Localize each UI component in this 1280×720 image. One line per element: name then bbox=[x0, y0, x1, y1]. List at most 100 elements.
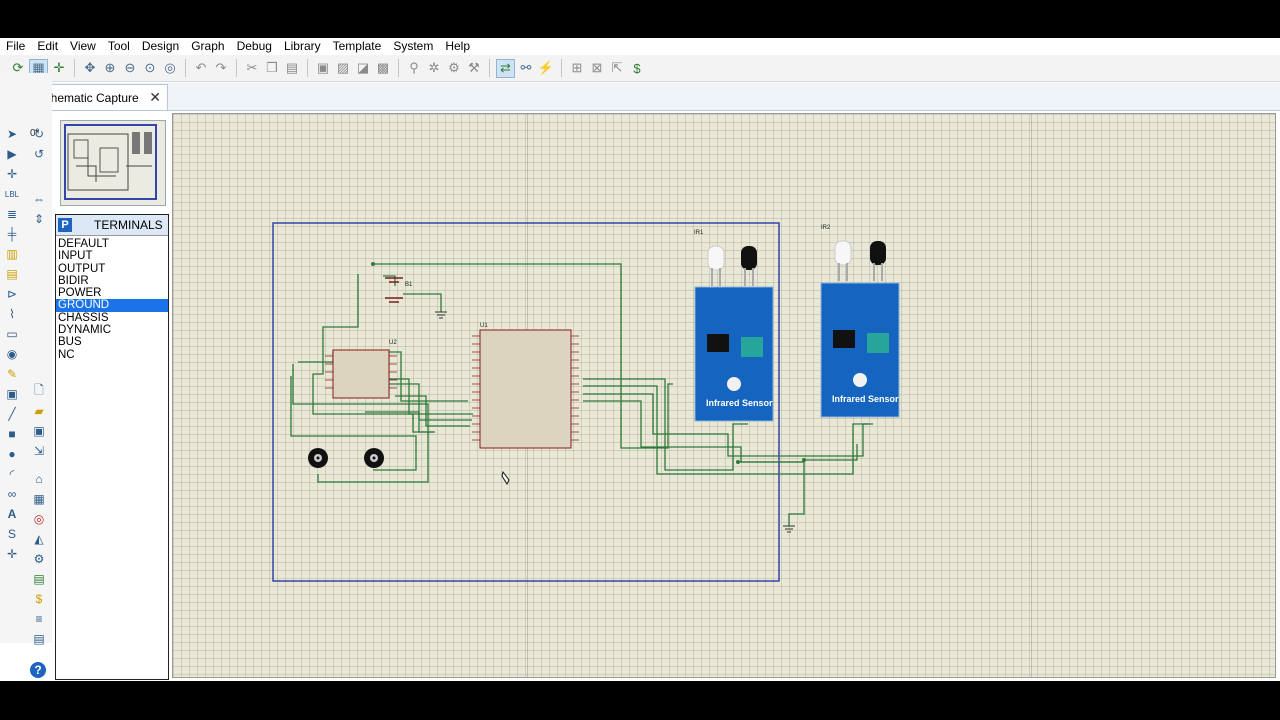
undo-icon[interactable]: ↶ bbox=[195, 60, 207, 75]
settings-icon[interactable]: ⚙ bbox=[33, 552, 45, 566]
exit-to-parent-icon[interactable]: ⇱ bbox=[611, 60, 623, 75]
pan-icon[interactable]: ✥ bbox=[84, 60, 96, 75]
box-tool-icon[interactable]: ■ bbox=[8, 427, 16, 441]
library-icon[interactable]: ▦ bbox=[33, 492, 45, 506]
menu-edit[interactable]: Edit bbox=[37, 39, 59, 53]
report-icon[interactable]: ▤ bbox=[33, 632, 45, 646]
terminal-item-input[interactable]: INPUT bbox=[58, 250, 93, 263]
document-tab-strip: ⚘ Schematic Capture ✕ bbox=[0, 83, 1280, 111]
subcircuit-icon[interactable]: ▥ bbox=[6, 247, 18, 261]
text-tool-icon[interactable]: A bbox=[7, 507, 17, 521]
menu-tool[interactable]: Tool bbox=[107, 39, 130, 53]
voltage-probe-icon[interactable]: ✎ bbox=[6, 367, 18, 381]
symbol-tool-icon[interactable]: S bbox=[7, 527, 16, 541]
junction-dot-icon[interactable]: ✛ bbox=[6, 167, 18, 181]
sensor2-text: Infrared Sensor bbox=[832, 394, 899, 404]
mcu-label: U1 bbox=[480, 323, 488, 329]
path-tool-icon[interactable]: ∞ bbox=[7, 487, 17, 501]
make-device-icon[interactable]: ✲ bbox=[428, 60, 440, 75]
terminal-item-dynamic[interactable]: DYNAMIC bbox=[58, 324, 112, 337]
menu-library[interactable]: Library bbox=[283, 39, 321, 53]
marker-tool-icon[interactable]: ✛ bbox=[6, 547, 18, 561]
import-icon[interactable]: ⇲ bbox=[33, 444, 45, 458]
menu-system[interactable]: System bbox=[393, 39, 434, 53]
zoom-out-icon[interactable]: ⊖ bbox=[124, 60, 136, 75]
circle-tool-icon[interactable]: ● bbox=[8, 447, 16, 461]
terminals-mode-icon[interactable]: ▤ bbox=[6, 267, 18, 281]
remove-sheet-icon[interactable]: ⊠ bbox=[591, 60, 603, 75]
new-sheet-icon[interactable]: ⊞ bbox=[571, 60, 583, 75]
block-move-icon[interactable]: ▨ bbox=[336, 60, 350, 75]
overview-window[interactable] bbox=[60, 120, 166, 206]
menu-file[interactable]: File bbox=[6, 39, 26, 53]
search-tag-icon[interactable]: ⚯ bbox=[520, 60, 532, 75]
bill-of-materials-icon[interactable]: $ bbox=[633, 60, 641, 76]
wire-label-icon[interactable]: LBL bbox=[4, 189, 20, 199]
terminal-item-bidir[interactable]: BIDIR bbox=[58, 274, 89, 287]
terminal-item-default[interactable]: DEFAULT bbox=[58, 238, 109, 250]
help-icon[interactable]: ? bbox=[30, 662, 46, 678]
menu-design[interactable]: Design bbox=[141, 39, 180, 53]
text-script-icon[interactable]: ≣ bbox=[6, 207, 18, 221]
rotate-anticlockwise-icon[interactable]: ↺ bbox=[33, 147, 45, 161]
close-icon[interactable]: ✕ bbox=[149, 89, 161, 105]
microcontroller-u1: U1 bbox=[472, 323, 579, 449]
block-rotate-icon[interactable]: ◪ bbox=[356, 60, 370, 75]
component-mode-icon[interactable]: ▶ bbox=[7, 147, 17, 161]
generator-icon[interactable]: ◉ bbox=[6, 347, 18, 361]
terminal-item-nc[interactable]: NC bbox=[58, 348, 75, 361]
mirror-y-icon[interactable]: ⇕ bbox=[33, 212, 45, 226]
pick-device-icon[interactable]: ⚲ bbox=[409, 60, 419, 75]
buses-icon[interactable]: ╪ bbox=[7, 227, 17, 241]
save-icon[interactable]: ▣ bbox=[33, 424, 45, 438]
simulation-icon[interactable]: ◭ bbox=[34, 532, 44, 546]
refresh-icon[interactable]: ⟳ bbox=[12, 60, 24, 75]
line-tool-icon[interactable]: ╱ bbox=[8, 407, 16, 421]
pcb-icon[interactable]: ▤ bbox=[33, 572, 45, 586]
grid-toggle-icon[interactable]: ▦ bbox=[29, 58, 48, 78]
cut-icon[interactable]: ✂ bbox=[246, 60, 258, 75]
terminal-item-power[interactable]: POWER bbox=[58, 287, 102, 300]
ground-symbols bbox=[435, 311, 795, 533]
open-folder-icon[interactable]: ▰ bbox=[34, 404, 44, 418]
packaging-tool-icon[interactable]: ⚙ bbox=[448, 60, 460, 75]
zoom-all-icon[interactable]: ⊙ bbox=[144, 60, 156, 75]
origin-icon[interactable]: ✛ bbox=[53, 60, 65, 75]
home-icon[interactable]: ⌂ bbox=[35, 472, 43, 486]
mirror-x-icon[interactable]: ⇔ bbox=[33, 192, 45, 206]
menu-bar: File Edit View Tool Design Graph Debug L… bbox=[0, 38, 1280, 55]
terminal-item-ground[interactable]: GROUND bbox=[56, 299, 168, 312]
redo-icon[interactable]: ↷ bbox=[215, 60, 227, 75]
virtual-instruments-icon[interactable]: ▣ bbox=[6, 387, 18, 401]
arc-tool-icon[interactable]: ◜ bbox=[9, 467, 15, 481]
property-assignment-icon[interactable]: ⚡ bbox=[537, 60, 555, 75]
new-file-icon[interactable]: 🗋 bbox=[34, 382, 44, 397]
terminal-item-bus[interactable]: BUS bbox=[58, 336, 82, 349]
menu-help[interactable]: Help bbox=[445, 39, 471, 53]
schematic-canvas[interactable]: B1 U2 bbox=[172, 113, 1276, 678]
terminal-item-output[interactable]: OUTPUT bbox=[58, 262, 106, 275]
zoom-in-icon[interactable]: ⊕ bbox=[104, 60, 116, 75]
graph-mode-icon[interactable]: ⌇ bbox=[9, 307, 15, 321]
paste-icon[interactable]: ▤ bbox=[285, 60, 299, 75]
rotate-clockwise-icon[interactable]: ↻ bbox=[33, 127, 45, 141]
terminal-item-chassis[interactable]: CHASSIS bbox=[58, 311, 109, 324]
tape-recorder-icon[interactable]: ▭ bbox=[6, 327, 18, 341]
wire-autorouter-icon[interactable]: ⇄ bbox=[496, 58, 515, 78]
menu-template[interactable]: Template bbox=[332, 39, 382, 53]
decompose-icon[interactable]: ⚒ bbox=[468, 60, 480, 75]
bom-icon[interactable]: $ bbox=[35, 592, 43, 606]
target-icon[interactable]: ◎ bbox=[33, 512, 45, 526]
device-pins-icon[interactable]: ⊳ bbox=[6, 287, 18, 301]
pick-devices-button[interactable]: P bbox=[58, 218, 72, 232]
notes-icon[interactable]: ≡ bbox=[35, 612, 43, 626]
block-copy-icon[interactable]: ▣ bbox=[316, 60, 330, 75]
copy-icon[interactable]: ❐ bbox=[266, 60, 278, 75]
block-delete-icon[interactable]: ▩ bbox=[376, 60, 390, 75]
selection-mode-icon[interactable]: ➤ bbox=[6, 127, 18, 141]
menu-graph[interactable]: Graph bbox=[191, 39, 225, 53]
menu-debug[interactable]: Debug bbox=[236, 39, 272, 53]
rotation-angle[interactable]: 0° bbox=[30, 128, 40, 139]
zoom-area-icon[interactable]: ◎ bbox=[164, 60, 176, 75]
menu-view[interactable]: View bbox=[70, 39, 96, 53]
